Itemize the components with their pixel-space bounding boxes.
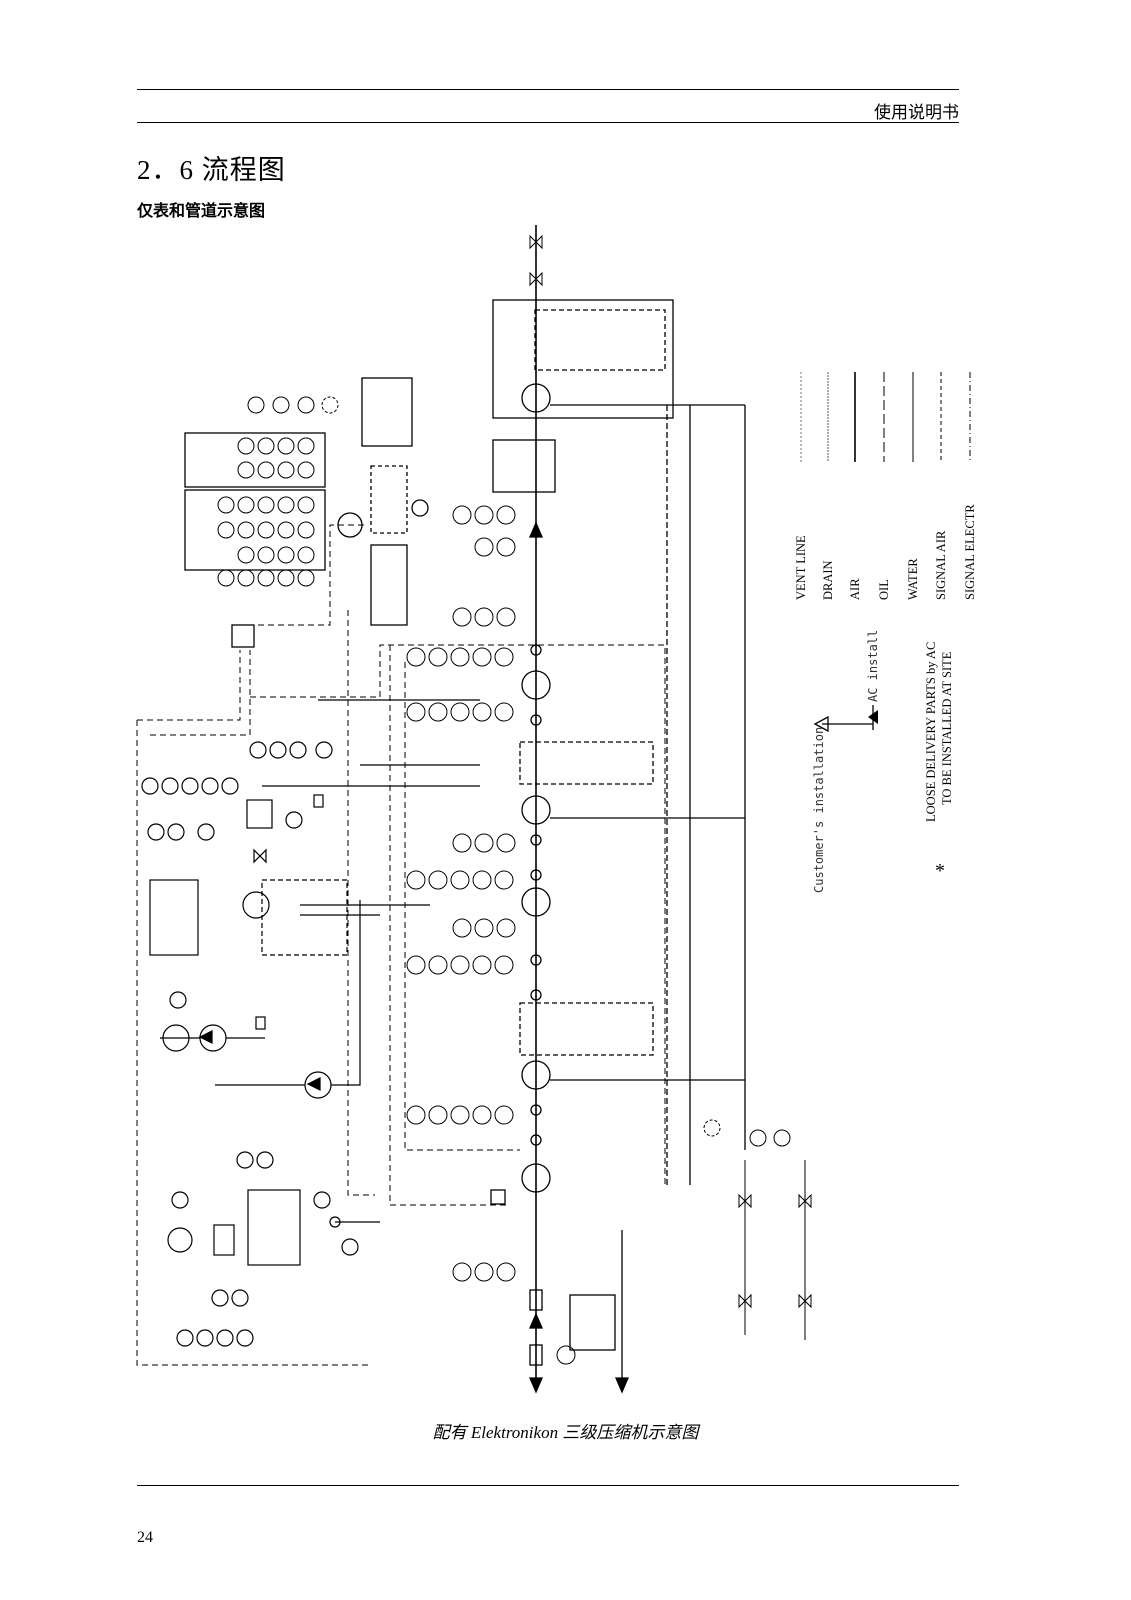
legend-line-samples	[800, 372, 971, 462]
option-box-bottom	[569, 1294, 616, 1351]
drain-box-2	[519, 1002, 654, 1056]
motor-temp-box-1	[184, 432, 326, 488]
stage-cooler-top	[521, 383, 551, 413]
stage-3-element	[521, 1163, 551, 1193]
legend-oil-label: OIL	[877, 579, 891, 600]
option-box-top	[492, 299, 674, 419]
legend-drain-label: DRAIN	[821, 560, 835, 600]
flow-arrow	[529, 521, 543, 538]
ac-install-label: AC install	[866, 629, 880, 702]
oil-dual-filter-box	[149, 879, 199, 956]
transducer-box	[231, 624, 255, 648]
inlet-valve-box	[529, 1289, 543, 1311]
asterisk-symbol: *	[935, 860, 945, 882]
loose-delivery-note-line2: TO BE INSTALLED AT SITE	[940, 651, 954, 805]
inlet-box-3	[490, 1189, 506, 1205]
oil-tank	[247, 1189, 301, 1266]
header-text: 使用说明书	[874, 103, 959, 122]
stage-1-element	[521, 670, 551, 700]
drain-box-1	[519, 741, 654, 785]
oil-cooler	[242, 891, 270, 919]
oil-cooler-box	[246, 799, 273, 829]
inlet-filter	[529, 1344, 543, 1366]
header-top-rule	[137, 89, 959, 90]
transformer-note-box	[361, 377, 413, 447]
heater-motor	[167, 1227, 193, 1253]
stage-2-cooler	[521, 1060, 551, 1090]
loose-delivery-note-line1: LOOSE DELIVERY PARTS by AC	[924, 641, 938, 822]
stage-1-cooler	[521, 795, 551, 825]
top-valve-2	[529, 271, 543, 287]
inlet-arrow	[529, 1312, 543, 1329]
legend-air-label: AIR	[848, 578, 862, 600]
sleeve-bearings-box	[370, 544, 408, 626]
option-bearing-box	[370, 465, 408, 534]
stage-2-element	[521, 887, 551, 917]
legend-signal-air-label: SIGNAL AIR	[934, 530, 948, 600]
section-subtitle: 仅表和管道示意图	[137, 201, 266, 220]
oil-valve	[253, 848, 267, 864]
top-valve-1	[529, 234, 543, 250]
header-bottom-rule	[137, 122, 959, 123]
option-box-ac	[492, 439, 556, 493]
footer-rule	[137, 1485, 959, 1486]
legend-water-label: WATER	[906, 558, 920, 600]
legend-signal-electr-label: SIGNAL ELECTR	[963, 504, 977, 600]
section-title: 2．6 流程图	[137, 155, 286, 185]
motor-temp-box-2	[184, 489, 326, 571]
legend-vent-line-label: VENT LINE	[794, 535, 808, 600]
option-box-top-inner	[534, 309, 666, 371]
outlet-arrow	[529, 1377, 543, 1394]
page-number: 24	[137, 1529, 153, 1546]
figure-caption: 配有 Elektronikon 三级压缩机示意图	[432, 1423, 699, 1442]
customers-installation-label: Customer's installation	[812, 726, 826, 893]
